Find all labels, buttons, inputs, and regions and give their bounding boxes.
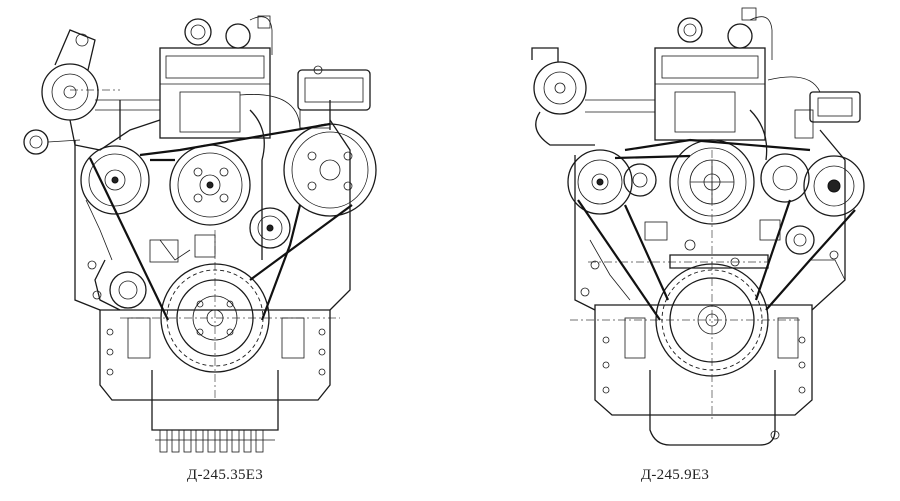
engine-caption-right: Д-245.9Е3	[640, 467, 710, 483]
engine-drawing-right: Д-245.9Е3	[450, 0, 900, 501]
engine-front-view-d245-9e3	[531, 7, 865, 446]
engine-front-view-d245-35e3	[23, 15, 377, 453]
engine-drawing-left: Д-245.35Е3	[23, 15, 377, 483]
engine-caption-left: Д-245.35Е3	[186, 467, 264, 483]
